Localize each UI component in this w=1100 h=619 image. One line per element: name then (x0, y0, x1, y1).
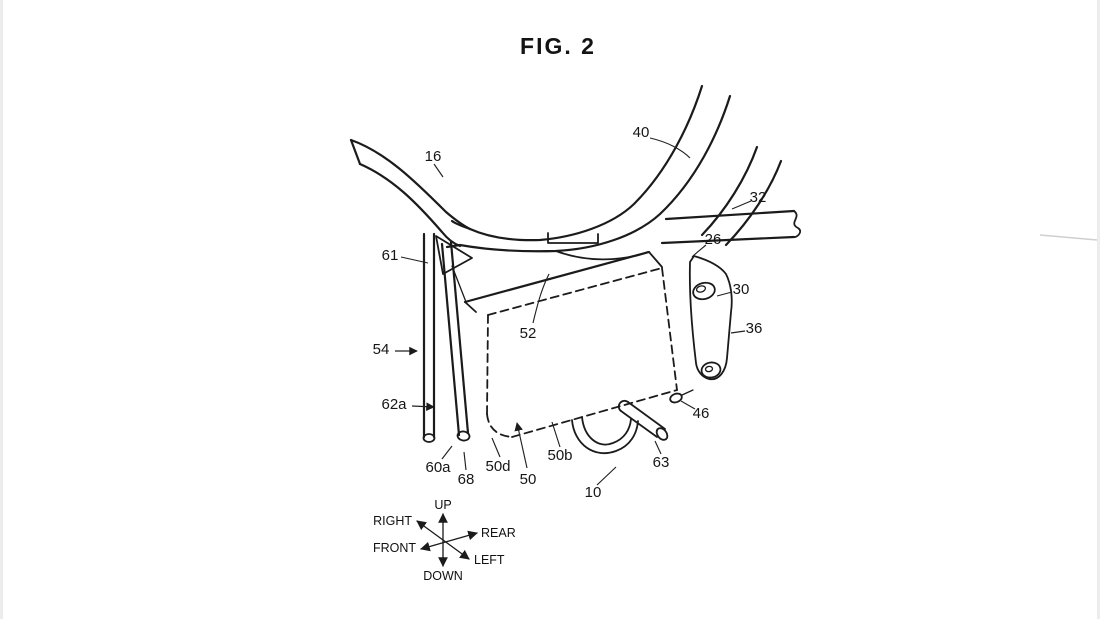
seat-rail-break-squiggle (793, 210, 802, 238)
case-rim-left-connector (464, 301, 477, 313)
leader-50b (551, 421, 561, 448)
compass-label-front: FRONT (373, 541, 416, 555)
hose-outer-curve (571, 419, 639, 454)
pin-46-shaft (681, 389, 694, 396)
compass-label-left: LEFT (474, 553, 505, 567)
pin-46-head (669, 392, 683, 404)
leader-68 (463, 451, 467, 471)
ref-label-30: 30 (733, 281, 750, 298)
left-stays-group (422, 232, 473, 443)
boss-30-cylinder (692, 281, 716, 301)
case-hidden-right-edge (661, 267, 678, 391)
stay-62a-right-edge (449, 240, 470, 435)
ref-label-68: 68 (458, 471, 475, 488)
tube-16-tip-cap (349, 138, 362, 166)
compass-front-rear-axis (420, 530, 478, 552)
case-hidden-left-edge (486, 314, 489, 415)
ref-label-61: 61 (382, 247, 399, 264)
ref-label-40: 40 (633, 124, 650, 141)
ref-label-54: 54 (373, 341, 390, 358)
leader-10 (596, 466, 617, 486)
right-bracket-group (669, 255, 733, 404)
orientation-compass: UP DOWN RIGHT FRONT REAR LEFT (373, 498, 516, 583)
bracket-36-outline (688, 255, 733, 381)
compass-label-right: RIGHT (373, 514, 412, 528)
seat-rail-bottom-edge (660, 235, 796, 245)
leader-30 (716, 291, 733, 297)
boss-30-end-face (695, 285, 707, 293)
down-tube-40-top-edge (450, 84, 704, 242)
pipe-63-elbow-cap (617, 399, 629, 412)
leader-63 (654, 440, 662, 455)
ref-label-26: 26 (705, 231, 722, 248)
left-edge-strip (0, 0, 3, 619)
ref-label-50b: 50b (547, 447, 572, 464)
compass-label-up: UP (434, 498, 451, 512)
rear-tube-32-rear-edge (724, 159, 783, 247)
leader-62a-arrow (411, 402, 435, 411)
tube-16-inner-edge (358, 162, 462, 248)
ref-label-50d: 50d (485, 458, 510, 475)
right-edge-strip (1097, 0, 1100, 619)
down-tube-40-bottom-edge (445, 94, 732, 253)
ref-label-52: 52 (520, 325, 537, 342)
seat-rail-top-edge (664, 209, 796, 221)
leader-lines-group (395, 137, 752, 486)
lower-boss-end-face (704, 365, 714, 373)
ref-label-62a: 62a (381, 396, 407, 413)
compass-label-rear: REAR (481, 526, 516, 540)
leader-52 (532, 273, 550, 324)
hose-pipe-group (571, 399, 669, 454)
cross-member-step-notch (547, 232, 599, 244)
leader-50-arrow (514, 422, 528, 469)
pipe-63-end-cap (655, 427, 669, 441)
case-rim-right-connector (648, 251, 663, 268)
case-top-rim-solid (463, 250, 651, 304)
case-50-group (451, 250, 678, 438)
leader-32 (731, 200, 752, 210)
ref-label-60a: 60a (425, 459, 451, 476)
leader-40 (649, 137, 691, 159)
ref-label-36: 36 (746, 320, 763, 337)
tube-16-outer-edge (349, 138, 472, 231)
reference-labels-group: 16 40 32 26 61 30 36 52 54 62a 46 60a 68… (373, 124, 767, 501)
lower-boss-cylinder (700, 361, 722, 379)
frame-tubes-group (349, 84, 802, 261)
ref-label-32: 32 (750, 189, 767, 206)
figure-title: FIG. 2 (520, 33, 596, 59)
ref-label-10: 10 (585, 484, 602, 501)
hose-inner-curve (581, 416, 632, 446)
ref-label-46: 46 (693, 405, 710, 422)
case-hidden-top-edge (487, 267, 663, 316)
rear-tube-32-front-edge (700, 145, 759, 237)
leader-60a (441, 445, 453, 460)
leader-50d (491, 437, 501, 458)
faint-rail-continuation-line (1039, 234, 1098, 241)
leader-16 (433, 163, 444, 178)
case-hidden-rounded-corner (486, 413, 513, 438)
pipe-63-bottom-edge (620, 410, 658, 438)
leader-36 (730, 330, 746, 334)
pipe-63-top-edge (627, 401, 666, 430)
ref-label-50: 50 (520, 471, 537, 488)
stay-62a-bottom-cap (456, 430, 471, 442)
leader-26 (691, 244, 707, 258)
stay-54-bottom-cap (422, 433, 436, 443)
ref-label-63: 63 (653, 454, 670, 471)
leader-61 (400, 256, 429, 264)
ref-label-16: 16 (425, 148, 442, 165)
leader-46 (680, 400, 696, 410)
stay-62a-left-edge (440, 242, 461, 437)
gusset-61-triangle (435, 235, 473, 275)
compass-label-down: DOWN (423, 569, 463, 583)
case-hidden-bottom-edge (511, 389, 678, 438)
